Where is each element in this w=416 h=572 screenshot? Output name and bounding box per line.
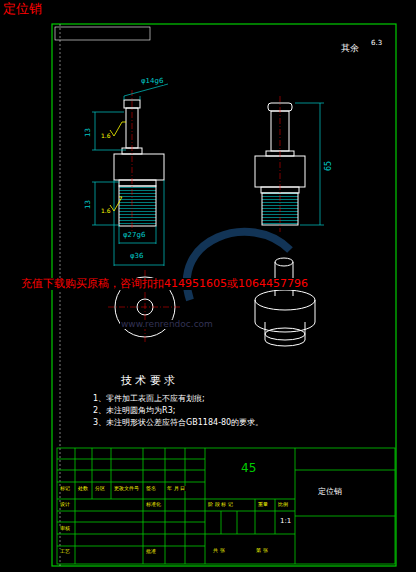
watermark: 充值下载购买原稿，咨询扣扣414951605或1064457796	[20, 278, 309, 290]
table-cell: 分区	[94, 486, 106, 491]
table-cell: 共 张	[212, 548, 226, 553]
dimension: 65	[325, 160, 333, 172]
watermark: www.renrendoc.com	[120, 320, 214, 329]
note: 3、未注明形状公差应符合GB1184-80的要求。	[92, 419, 264, 427]
table-cell: 工艺	[59, 549, 71, 554]
table-cell: 更改文件号	[113, 486, 140, 491]
dimension: 13	[85, 127, 92, 138]
note: 2、未注明圆角均为R3;	[92, 407, 176, 415]
notes-heading: 技 术 要 求	[120, 375, 177, 387]
table-cell: 审核	[59, 526, 71, 531]
table-cell: 重量	[257, 502, 269, 507]
table-cell: 比例	[277, 502, 289, 507]
dimension: φ14g6	[140, 78, 164, 85]
roughness: 1.6	[100, 208, 112, 214]
roughness: 6.3	[370, 40, 383, 47]
table-cell: 第 张	[255, 548, 269, 553]
dimension: φ36	[129, 253, 145, 260]
table-cell: 阶 段 标 记	[207, 502, 234, 507]
note: 1、零件加工表面上不应有划痕;	[92, 395, 206, 403]
dimension: φ27g6	[122, 232, 146, 239]
roughness: 1.6	[100, 133, 112, 139]
table-cell: 标准化	[145, 502, 162, 507]
dimension: 13	[85, 199, 92, 210]
part-name: 定位销	[317, 488, 343, 496]
table-cell: 签名	[145, 486, 157, 491]
table-cell: 批准	[145, 549, 157, 554]
table-cell: 设计	[59, 502, 71, 507]
scale: 1:1	[279, 518, 292, 525]
table-cell: 年 月 日	[166, 486, 186, 491]
roughness-note: 其余	[340, 44, 360, 53]
table-cell: 标记	[59, 486, 71, 491]
sheet-title: 定位销	[2, 2, 43, 16]
table-cell: 处数	[77, 486, 89, 491]
material: 45	[240, 462, 257, 475]
